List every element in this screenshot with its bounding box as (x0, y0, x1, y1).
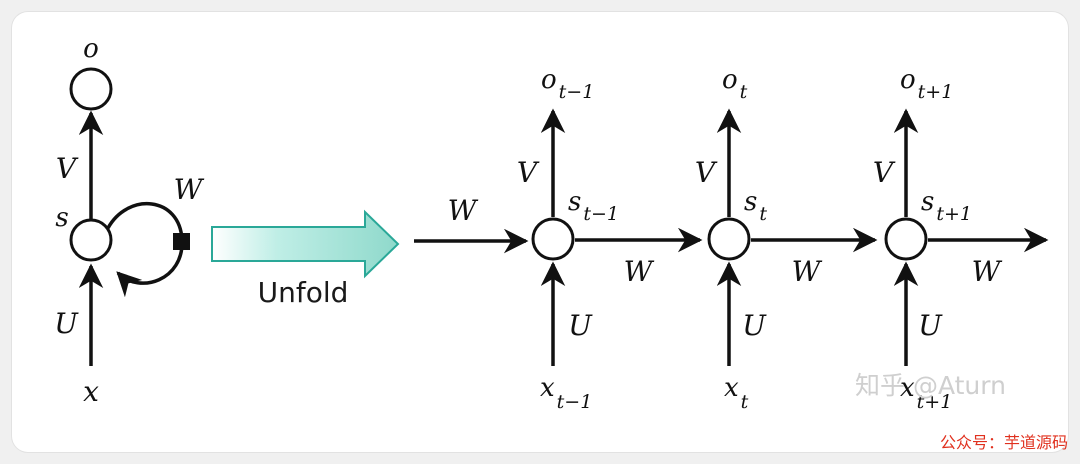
watermark: 知乎 @Aturn (855, 371, 1006, 400)
input-subscript: t (741, 391, 749, 413)
hidden-letter: s (744, 187, 757, 217)
hidden-subscript: t (759, 203, 767, 225)
input-subscript: t−1 (557, 391, 593, 413)
hidden-node (707, 217, 751, 261)
output-subscript: t−1 (559, 81, 595, 103)
output-letter: o (900, 65, 916, 95)
hidden-subscript: t+1 (936, 203, 972, 225)
unfold-arrow: Unfold (211, 209, 400, 309)
output-letter: o (541, 65, 557, 95)
w-label: W (624, 255, 655, 288)
folded-w-label: W (174, 173, 205, 206)
folded-hidden-label: s (55, 203, 68, 233)
u-label: U (742, 309, 767, 342)
hidden-letter: s (921, 187, 934, 217)
v-label: V (873, 156, 896, 189)
input-letter: x (724, 373, 739, 403)
folded-delay-square (173, 233, 190, 250)
v-label: V (695, 156, 718, 189)
input-letter: x (900, 373, 915, 403)
hidden-subscript: t−1 (583, 203, 619, 225)
output-subscript: t (740, 81, 748, 103)
u-label: U (918, 309, 943, 342)
u-label: U (568, 309, 593, 342)
output-subscript: t+1 (918, 81, 954, 103)
hidden-letter: s (568, 187, 581, 217)
input-subscript: t+1 (917, 391, 953, 413)
folded-output-label: o (83, 34, 99, 64)
folded-u-label: U (54, 307, 79, 340)
footer-credit: 公众号：芋道源码 (940, 433, 1068, 452)
folded-output-node (69, 67, 113, 111)
folded-recurrent-loop (106, 202, 184, 298)
folded-network: o V s W U x (54, 34, 204, 408)
unfold-label: Unfold (258, 276, 349, 309)
incoming-w-label: W (448, 194, 479, 227)
folded-v-label: V (56, 152, 79, 185)
input-letter: x (540, 373, 555, 403)
unfold-arrow-shape (211, 209, 400, 279)
w-label: W (972, 255, 1003, 288)
hidden-node (531, 217, 575, 261)
folded-hidden-node (69, 218, 113, 262)
w-label: W (792, 255, 823, 288)
hidden-node (884, 217, 928, 261)
folded-input-label: x (83, 375, 99, 408)
output-letter: o (722, 65, 738, 95)
v-label: V (517, 156, 540, 189)
